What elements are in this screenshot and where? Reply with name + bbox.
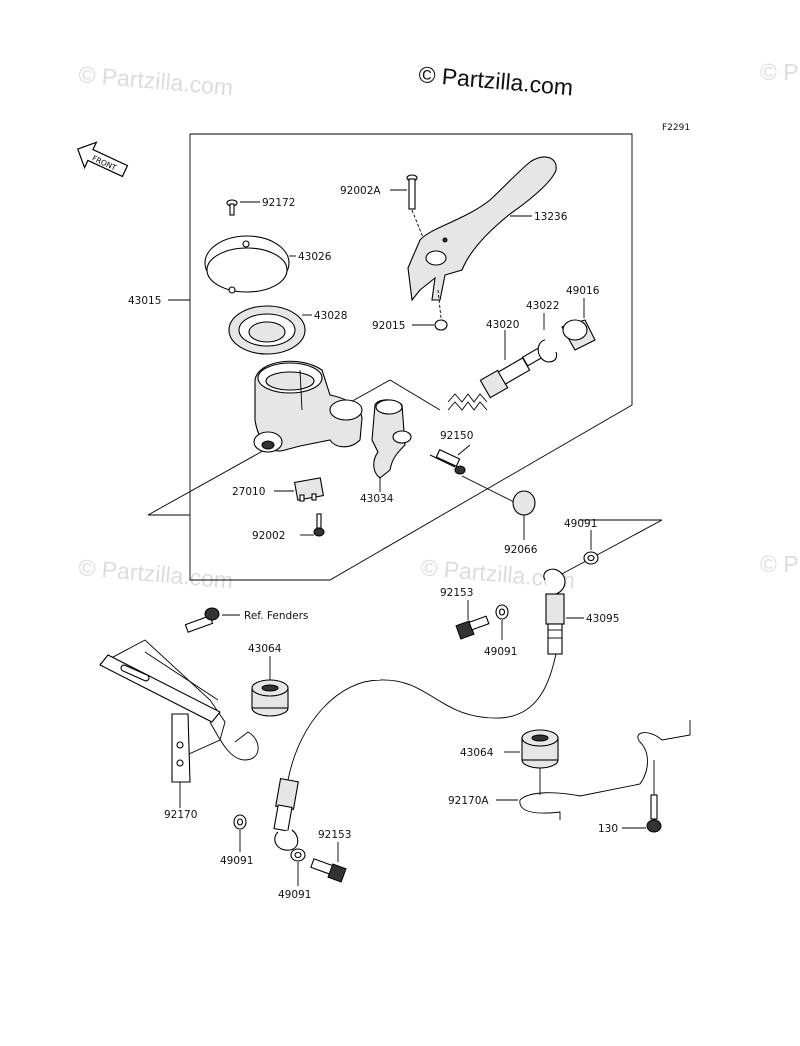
label-92150: 92150 [440,430,473,442]
clamp-43034 [371,399,412,479]
brake-lever-13236 [407,156,557,302]
label-92170: 92170 [164,809,197,821]
label-43034: 43034 [360,493,394,505]
assembly-plane-line-3 [389,379,441,411]
cap-92066 [512,490,536,516]
label-43064-b: 43064 [460,747,494,759]
label-43028: 43028 [314,310,347,322]
label-49091-a: 49091 [564,518,597,530]
circlip-43022 [537,339,558,363]
brake-hose-banjo-43095 [543,568,566,655]
bolt-92153-upper [455,615,490,640]
watermark-main: © Partzilla.com [418,61,575,100]
screw-92172 [226,199,238,216]
label-92153-a: 92153 [440,587,473,599]
label-27010: 27010 [232,486,265,498]
switch-27010 [293,477,325,502]
label-92170A: 92170A [448,795,489,807]
washer-49091-upper [583,551,599,565]
screw-92002 [313,513,325,537]
label-49091-b: 49091 [484,646,517,658]
boot-49016 [561,319,596,351]
figure-code: F2291 [662,123,690,133]
dash-92002A [411,209,425,241]
label-49091-d: 49091 [278,889,311,901]
bolt-92150 [429,448,466,475]
label-92015: 92015 [372,320,405,332]
label-130: 130 [598,823,618,835]
bolt-92002A [406,174,418,210]
assembly-frame-upper [189,133,633,581]
label-49091-c: 49091 [220,855,253,867]
label-ref-fenders: Ref. Fenders [244,610,308,622]
grommet-43064-left [251,679,289,717]
label-43095: 43095 [586,613,619,625]
watermark-faint-3: © Partzilla.com [78,554,235,593]
label-92172: 92172 [262,197,295,209]
master-cylinder-body [253,360,363,453]
bracket-92170 [99,654,259,783]
leader-92066-path [461,475,521,506]
label-92002A: 92002A [340,185,381,197]
hose-fitting-lower [273,778,299,851]
watermark-faint-2: © P [760,59,799,85]
label-92153-b: 92153 [318,829,351,841]
bolt-130 [646,794,662,833]
label-43026: 43026 [298,251,332,263]
nut-92015 [434,289,448,331]
reservoir-cap-43026 [204,235,290,294]
label-49016: 49016 [566,285,600,297]
label-92002: 92002 [252,530,285,542]
lower-frame-lines [99,639,226,759]
brake-hose [287,653,557,781]
label-13236: 13236 [534,211,568,223]
watermark-faint-5: © P [760,551,799,577]
label-92066: 92066 [504,544,538,556]
front-arrow-icon: FRONT [77,141,129,178]
bracket-92170A [519,720,691,820]
leader-92150 [457,444,471,456]
label-43020: 43020 [486,319,519,331]
washer-49091-lower-left [233,814,247,830]
washer-49091-mid [495,604,509,620]
lower-frame-line-2 [144,651,219,701]
label-43015: 43015 [128,295,161,307]
assembly-plane-line-5 [559,519,663,576]
label-43064-a: 43064 [248,643,282,655]
washer-49091-lower [290,848,306,862]
grommet-43064-right [521,729,559,769]
bolt-ref-fenders [184,607,220,633]
label-43022: 43022 [526,300,559,312]
piston-assembly-43020 [447,347,545,411]
watermark-faint-1: © Partzilla.com [78,61,235,100]
diaphragm-43028 [228,305,306,355]
bolt-92153-lower [310,858,347,883]
